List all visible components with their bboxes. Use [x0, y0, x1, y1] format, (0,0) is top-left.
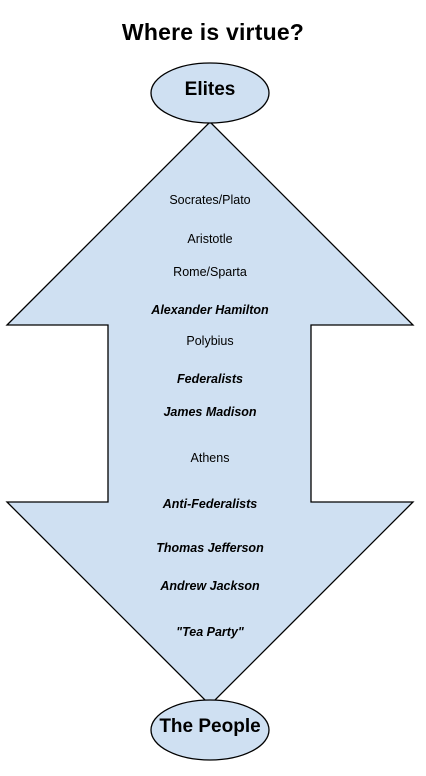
- top-node-label: Elites: [184, 79, 236, 100]
- list-item: Aristotle: [187, 232, 233, 246]
- list-item: Anti-Federalists: [162, 497, 258, 511]
- diagram-title: Where is virtue?: [121, 19, 305, 45]
- list-item: Thomas Jefferson: [156, 541, 264, 555]
- list-item: James Madison: [163, 405, 257, 419]
- list-item: Socrates/Plato: [169, 193, 251, 207]
- list-item: Federalists: [176, 372, 243, 386]
- list-item: Rome/Sparta: [173, 265, 247, 279]
- list-item: Polybius: [186, 334, 234, 348]
- list-item: "Tea Party": [176, 625, 244, 639]
- bottom-oval: [150, 699, 270, 761]
- bottom-node-label: The People: [159, 716, 261, 737]
- top-oval: [150, 62, 270, 124]
- list-item: Andrew Jackson: [160, 579, 260, 593]
- list-item: Athens: [190, 451, 230, 465]
- list-item: Alexander Hamilton: [151, 303, 269, 317]
